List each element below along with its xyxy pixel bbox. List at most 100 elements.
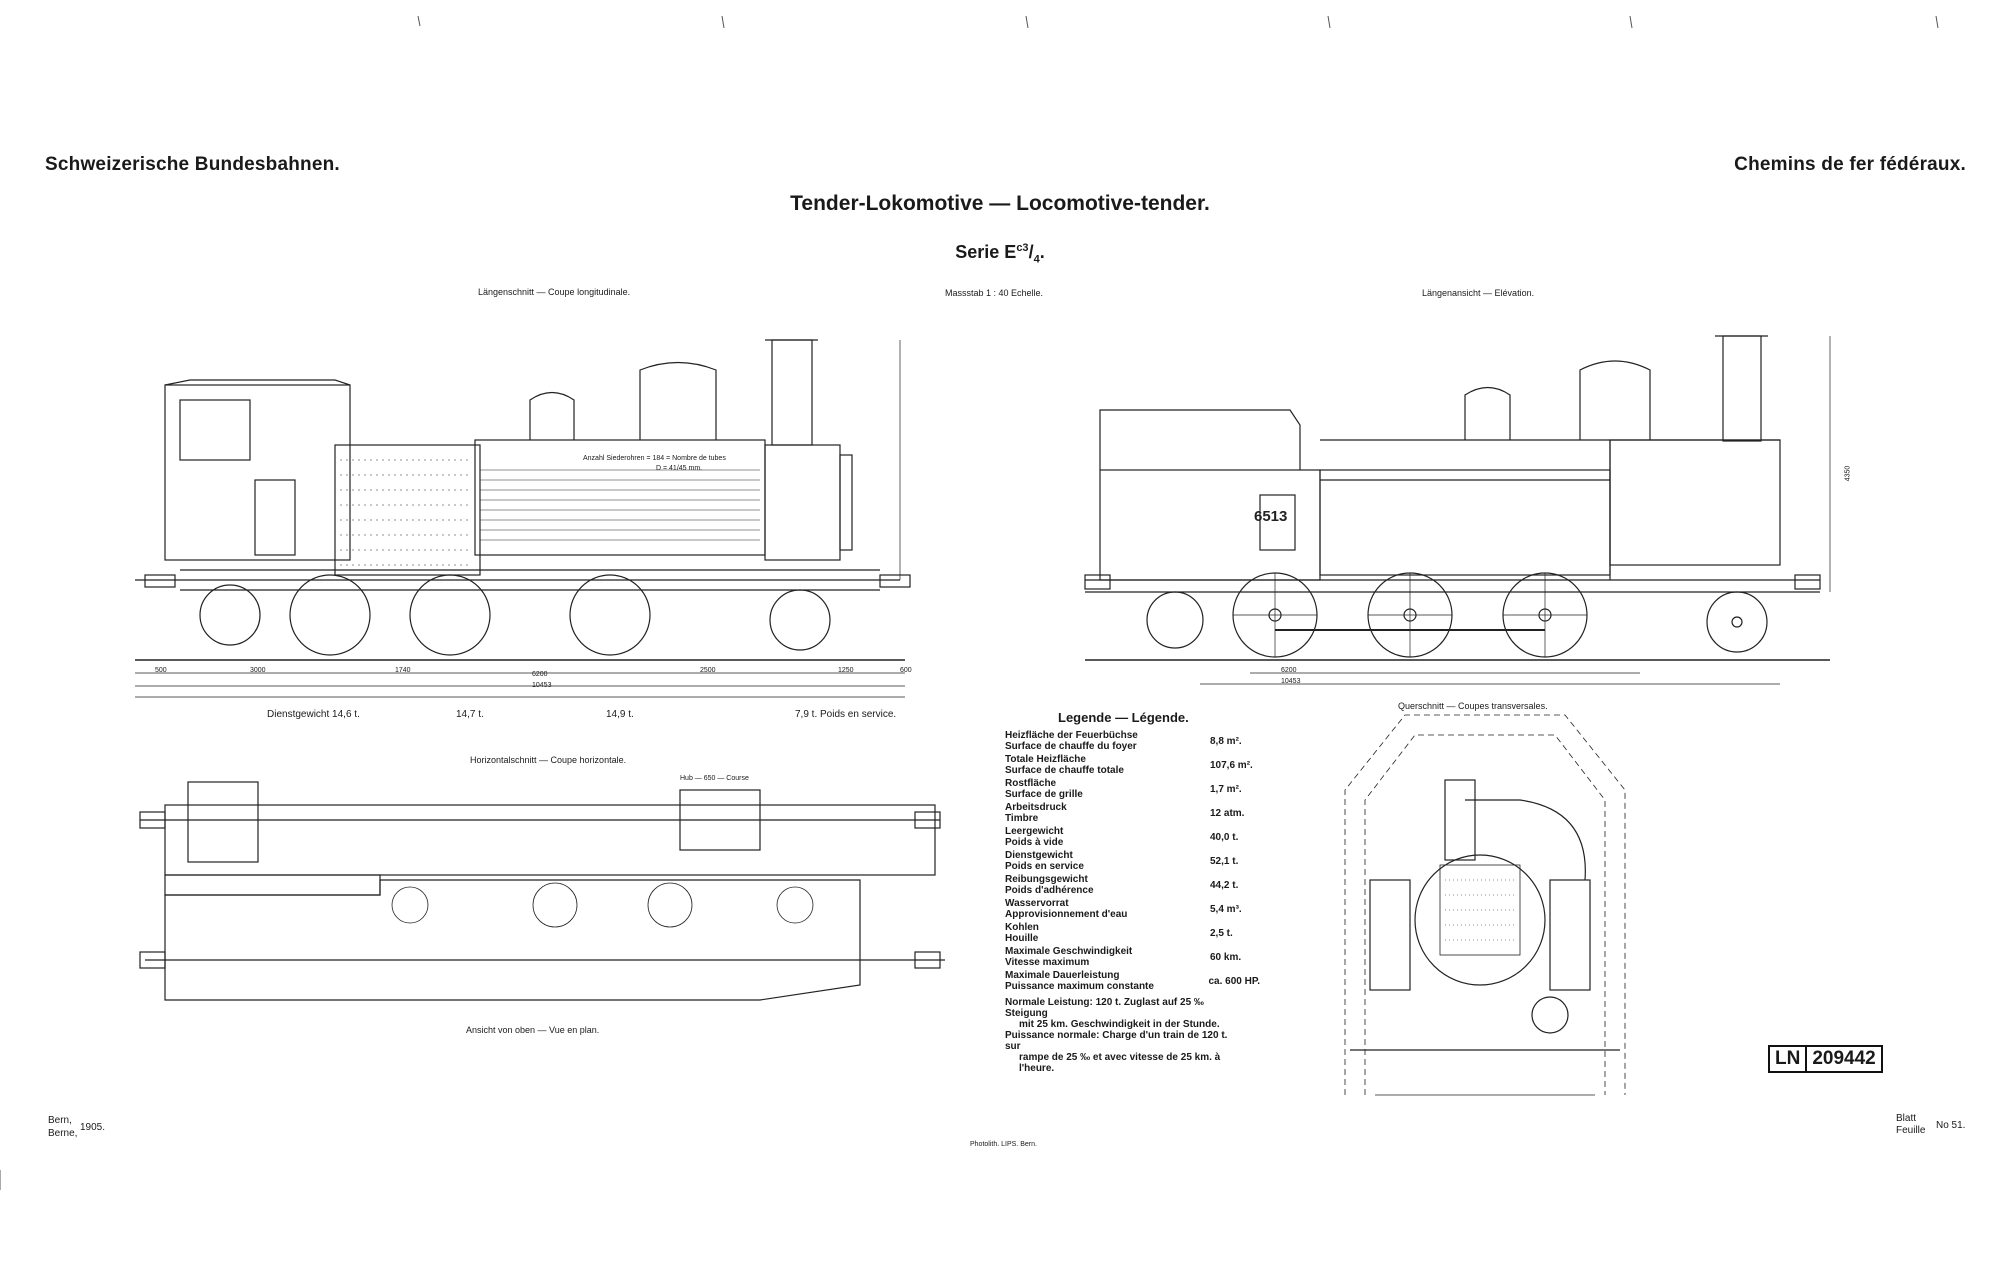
dim-2500: 2500	[700, 667, 716, 674]
dim-1250: 1250	[838, 667, 854, 674]
elev-dim-10453: 10453	[1281, 678, 1301, 685]
weight-axle-3: 14,9 t.	[606, 709, 634, 720]
dim-600: 600	[900, 667, 912, 674]
dim-500: 500	[155, 667, 167, 674]
margin-ticks	[0, 15, 1939, 1190]
elevation-drawing	[1084, 335, 1831, 685]
weight-label-text: Dienstgewicht	[267, 709, 330, 720]
series-sup: c3	[1016, 242, 1029, 254]
legend-fr: Poids en service	[1005, 861, 1084, 872]
legend-value: 2,5 t.	[1210, 927, 1233, 939]
legend-fr: Surface de chauffe du foyer	[1005, 741, 1137, 752]
header-right: Chemins de fer fédéraux.	[1734, 154, 1966, 175]
legend-de: Maximale Dauerleistung	[1005, 970, 1120, 981]
note-normal-power-b: mit 25 km. Geschwindigkeit in der Stunde…	[1019, 1019, 1220, 1030]
legend-fr: Vitesse maximum	[1005, 957, 1090, 968]
legend-title: Legende — Légende.	[1058, 710, 1189, 725]
note-puissance-c: l'heure.	[1019, 1063, 1055, 1074]
legend-de: Wasservorrat	[1005, 898, 1069, 909]
cross-section-drawing	[1344, 714, 1626, 1096]
legend-value: ca. 600 HP.	[1208, 975, 1260, 987]
label-longitudinal-section: Längenschnitt — Coupe longitudinale.	[478, 287, 631, 297]
footer-sheet-fr: Feuille	[1896, 1125, 1926, 1136]
note-puissance-a: Puissance normale: Charge d'un train de …	[1005, 1030, 1228, 1052]
legend-value: 60 km.	[1210, 951, 1242, 963]
legend-value: 1,7 m².	[1210, 783, 1242, 795]
footer-place-fr: Berne,	[48, 1128, 78, 1139]
legend-value: 44,2 t.	[1210, 879, 1239, 891]
elev-dim-6200: 6200	[1281, 667, 1297, 674]
legend-value: 40,0 t.	[1210, 831, 1239, 843]
label-horizontal-section: Horizontalschnitt — Coupe horizontale.	[470, 755, 627, 765]
weight-axle-2: 14,7 t.	[456, 709, 484, 720]
stamp-number: 209442	[1812, 1048, 1876, 1069]
legend-de: Reibungsgewicht	[1005, 874, 1088, 885]
plan-view-drawing	[139, 781, 945, 1001]
drawing-title: Tender-Lokomotive — Locomotive-tender.	[790, 192, 1210, 215]
legend-de: Maximale Geschwindigkeit	[1005, 946, 1133, 957]
tube-diameter-annotation: D = 41/45 mm.	[656, 465, 703, 472]
weight-axle-4: 7,9 t. Poids en service.	[795, 709, 897, 720]
label-top-view: Ansicht von oben — Vue en plan.	[466, 1025, 600, 1035]
legend-de: Heizfläche der Feuerbüchse	[1005, 730, 1138, 741]
legend-value: 8,8 m².	[1210, 735, 1242, 747]
label-elevation: Längenansicht — Elévation.	[1422, 288, 1535, 298]
legend-value: 52,1 t.	[1210, 855, 1239, 867]
legend-de: Dienstgewicht	[1005, 850, 1073, 861]
stamp-prefix: LN	[1770, 1047, 1808, 1071]
legend-fr: Puissance maximum constante	[1005, 981, 1154, 992]
longitudinal-section-drawing	[135, 339, 911, 698]
legend-value: 12 atm.	[1210, 807, 1245, 819]
dim-6200: 6200	[532, 671, 548, 678]
weight-label: Dienstgewicht 14,6 t.	[267, 709, 360, 720]
note-normal-power-a: Normale Leistung: 120 t. Zuglast auf 25 …	[1005, 997, 1204, 1019]
legend-fr: Surface de grille	[1005, 789, 1083, 800]
legend-de: Kohlen	[1005, 922, 1039, 933]
dim-10453: 10453	[532, 682, 552, 689]
dim-1740: 1740	[395, 667, 411, 674]
stroke-annotation: Hub — 650 — Course	[680, 775, 749, 782]
archive-stamp: LN 209442	[1768, 1045, 1883, 1073]
legend-de: Rostfläche	[1005, 778, 1057, 789]
footer-photo-credit: Photolith. LIPS. Bern.	[970, 1141, 1037, 1148]
label-scale: Massstab 1 : 40 Echelle.	[945, 288, 1044, 298]
footer-sheet: Blatt	[1896, 1113, 1917, 1124]
footer-sheet-number: No 51.	[1936, 1120, 1966, 1131]
legend-value: 107,6 m².	[1210, 759, 1253, 771]
dim-3000: 3000	[250, 667, 266, 674]
label-cross-section: Querschnitt — Coupes transversales.	[1398, 701, 1548, 711]
footer-place: Bern,	[48, 1115, 72, 1126]
legend-notes: Normale Leistung: 120 t. Zuglast auf 25 …	[1005, 997, 1245, 1074]
footer-year: 1905.	[80, 1122, 106, 1133]
weight-axle-1: 14,6 t.	[332, 709, 360, 720]
series-prefix: Serie E	[955, 242, 1017, 262]
legend-fr: Poids à vide	[1005, 837, 1064, 848]
series-sub: 4	[1033, 253, 1040, 266]
series-label: Serie Ec3/4.	[955, 242, 1045, 266]
header-left: Schweizerische Bundesbahnen.	[45, 154, 340, 175]
legend-fr: Surface de chauffe totale	[1005, 765, 1124, 776]
legend-fr: Approvisionnement d'eau	[1005, 909, 1128, 920]
legend-fr: Poids d'adhérence	[1005, 885, 1094, 896]
legend-value: 5,4 m³.	[1210, 903, 1242, 915]
legend-de: Arbeitsdruck	[1005, 802, 1067, 813]
note-puissance-b: rampe de 25 ‰ et avec vitesse de 25 km. …	[1019, 1052, 1221, 1063]
tubes-annotation: Anzahl Siederohren = 184 = Nombre de tub…	[583, 455, 726, 462]
legend-fr: Houille	[1005, 933, 1039, 944]
loco-number: 6513	[1254, 508, 1288, 525]
legend-fr: Timbre	[1005, 813, 1039, 824]
legend-de: Leergewicht	[1005, 826, 1064, 837]
